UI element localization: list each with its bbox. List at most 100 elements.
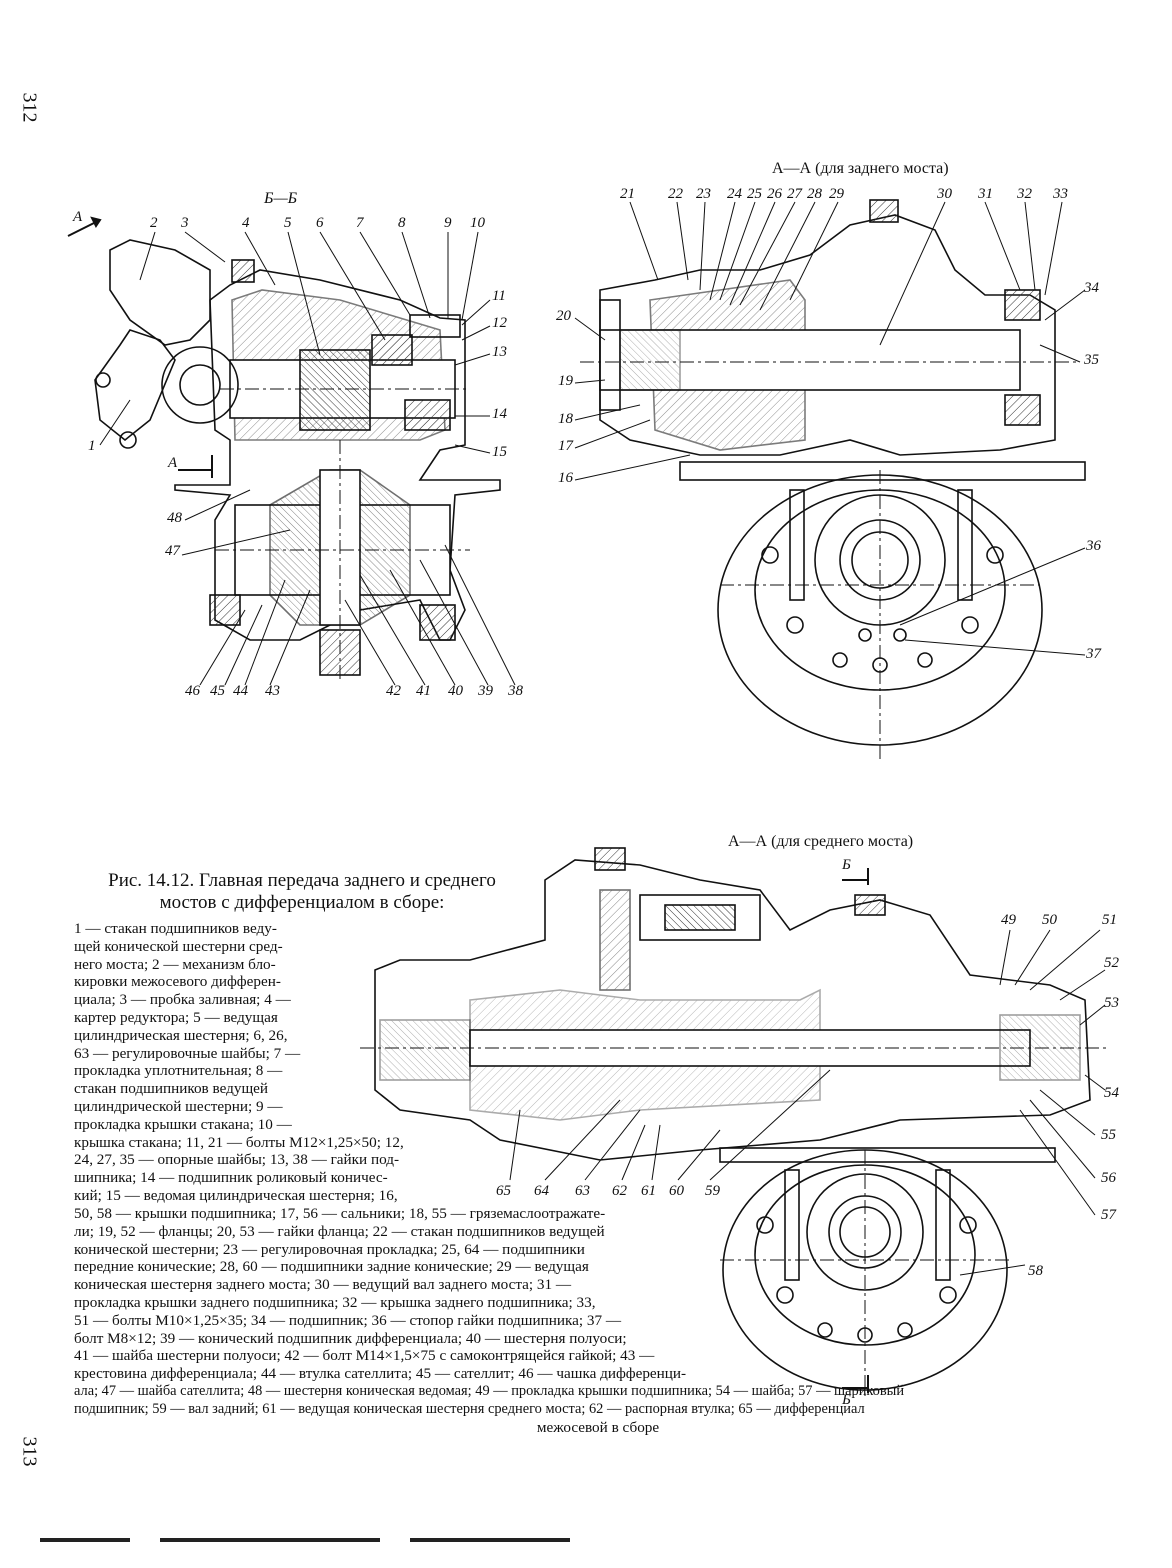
part-label: 65 [496,1183,511,1199]
part-label: 56 [1101,1170,1116,1186]
legend-line: крышка стакана; 11, 21 — болты М12×1,25×… [74,1133,404,1151]
legend-line: подшипник; 59 — вал задний; 61 — ведущая… [74,1400,865,1417]
part-label: 49 [1001,912,1016,928]
part-label: 26 [767,186,782,202]
legend-line: щей конической шестерни сред- [74,937,283,955]
part-label: 2 [150,215,158,231]
legend-full: ала; 47 — шайба сателлита; 48 — шестерня… [74,1383,1122,1436]
legend-line: кировки межосевого дифферен- [74,973,281,991]
part-label: 24 [727,186,742,202]
legend-line: ли; 19, 52 — фланцы; 20, 53 — гайки флан… [74,1222,605,1240]
part-label: 42 [386,683,401,699]
legend-line: прокладка крышки стакана; 10 — [74,1115,292,1133]
part-label: 18 [558,411,573,427]
part-label: 6 [316,215,324,231]
legend-line: 63 — регулировочные шайбы; 7 — [74,1044,301,1062]
cut-mark-B-bottom: Б [842,1392,851,1408]
part-label: 57 [1101,1207,1116,1223]
legend-line: 50, 58 — крышки подшипника; 17, 56 — сал… [74,1205,606,1222]
part-label: 37 [1086,646,1101,662]
legend-line: болт М8×12; 39 — конический подшипник ди… [74,1329,627,1347]
legend-line: кий; 15 — ведомая цилиндрическая шестерн… [74,1186,398,1204]
part-label: 51 [1102,912,1117,928]
part-label: 21 [620,186,635,202]
part-label: 47 [165,543,180,559]
part-label: 29 [829,186,844,202]
part-label: 39 [478,683,493,699]
legend-line: циала; 3 — пробка заливная; 4 — [74,991,291,1009]
legend-line: ала; 47 — шайба сателлита; 48 — шестерня… [74,1383,905,1399]
part-label: 10 [470,215,485,231]
part-label: 45 [210,683,225,699]
part-label: 50 [1042,912,1057,928]
legend-line: крестовина дифференциала; 44 — втулка са… [74,1365,687,1383]
figure-title-line1: Рис. 14.12. Главная передача заднего и с… [108,870,496,891]
part-label: 32 [1017,186,1032,202]
part-label: 5 [284,215,292,231]
figure-title-line2: мостов с дифференциалом в сборе: [159,892,445,913]
figure-title: Рис. 14.12. Главная передача заднего и с… [82,870,522,914]
bottom-rule [160,1538,380,1542]
part-label: 52 [1104,955,1119,971]
part-label: 9 [444,215,452,231]
part-label: 3 [181,215,189,231]
section-title-BB: Б—Б [264,190,298,207]
legend-line: него моста; 2 — механизм бло- [74,955,276,973]
legend-line: 1 — стакан подшипников веду- [74,920,277,937]
part-label: 63 [575,1183,590,1199]
bottom-rule [410,1538,570,1542]
legend-line: прокладка крышки заднего подшипника; 32 … [74,1293,596,1311]
part-label: 27 [787,186,802,202]
part-label: 59 [705,1183,720,1199]
drawing-section-AA-rear [580,199,1086,760]
part-label: 41 [416,683,431,699]
part-label: 7 [356,215,364,231]
part-label: 64 [534,1183,549,1199]
part-label: 54 [1104,1085,1119,1101]
part-label: 22 [668,186,683,202]
part-label: 58 [1028,1263,1043,1279]
part-label: 16 [558,470,573,486]
part-label: 20 [556,308,571,324]
legend-line: шипника; 14 — подшипник роликовый кониче… [74,1169,388,1187]
legend-line: конической шестерни; 23 — регулировочная… [74,1240,585,1258]
part-label: 31 [978,186,993,202]
part-label: 48 [167,510,182,526]
legend-medium: крышка стакана; 11, 21 — болты М12×1,25×… [74,1134,474,1205]
part-label: 12 [492,315,507,331]
part-label: 11 [492,288,506,304]
legend-line: коническая шестерня заднего моста; 30 — … [74,1276,572,1294]
legend-wide: 50, 58 — крышки подшипника; 17, 56 — сал… [74,1205,714,1383]
part-label: 4 [242,215,250,231]
cut-mark-A-mid: А [168,455,178,471]
drawing-section-BB [94,239,501,680]
cut-mark-B-top: Б [842,857,851,873]
legend-line: цилиндрической шестерни; 9 — [74,1097,283,1115]
part-label: 40 [448,683,463,699]
legend-line: 41 — шайба шестерни полуоси; 42 — болт М… [74,1347,655,1365]
legend-line: прокладка уплотнительная; 8 — [74,1062,283,1080]
part-label: 43 [265,683,280,699]
part-label: 62 [612,1183,627,1199]
part-label: 33 [1053,186,1068,202]
cut-mark-A-top: А [73,209,83,225]
part-label: 36 [1086,538,1101,554]
legend-line: картер редуктора; 5 — ведущая [74,1008,278,1026]
legend-line: цилиндрическая шестерня; 6, 26, [74,1026,288,1044]
part-label: 1 [88,438,96,454]
part-label: 35 [1084,352,1099,368]
part-label: 60 [669,1183,684,1199]
part-label: 19 [558,373,573,389]
part-label: 61 [641,1183,656,1199]
part-label: 17 [558,438,573,454]
part-label: 13 [492,344,507,360]
legend-line: стакан подшипников ведущей [74,1080,269,1098]
legend-narrow: 1 — стакан подшипников веду- щей коничес… [74,920,344,1134]
drawing-section-AA-middle [360,847,1110,1400]
part-label: 44 [233,683,248,699]
part-label: 30 [937,186,952,202]
bottom-rule [40,1538,130,1542]
part-label: 28 [807,186,822,202]
legend-line: 51 — болты М10×1,25×35; 34 — подшипник; … [74,1311,622,1329]
